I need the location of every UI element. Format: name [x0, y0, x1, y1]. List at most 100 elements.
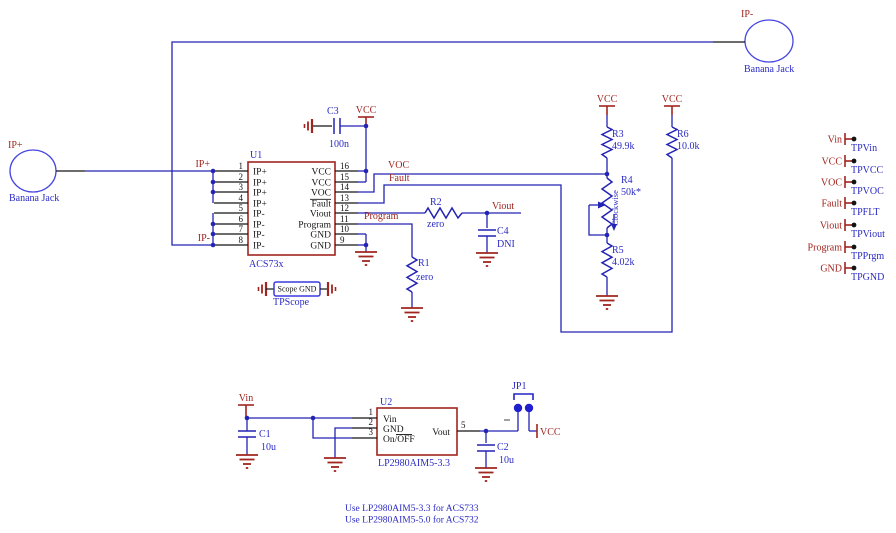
- scope-ground-bar-icon: [303, 117, 314, 135]
- u1-left-pin-labels: IP+ IP+ IP+ IP+ IP- IP- IP- IP-: [253, 168, 267, 252]
- u2-part-name: LP2980AIM5-3.3: [378, 458, 450, 469]
- testpoint-tpprgm[interactable]: Program TPPrgm: [808, 241, 885, 262]
- resistor-r2[interactable]: R2 zero: [424, 197, 463, 230]
- u2-pin2-label: GND: [383, 425, 404, 435]
- bus-label-ip-plus: IP+: [195, 159, 210, 170]
- svg-text:Program: Program: [298, 221, 331, 231]
- svg-text:IP+: IP+: [253, 179, 267, 189]
- vin-net-label: Vin: [239, 393, 253, 404]
- banana-jack-ip-plus[interactable]: IP+ Banana Jack: [8, 140, 85, 204]
- vcc-port-r3: VCC: [597, 94, 618, 115]
- r3-ref: R3: [612, 129, 624, 140]
- r2-value: zero: [427, 219, 444, 230]
- u2-pin2-num: 2: [369, 417, 374, 427]
- svg-text:9: 9: [340, 235, 345, 245]
- svg-text:TPFLT: TPFLT: [851, 207, 880, 218]
- svg-text:TPVin: TPVin: [851, 143, 877, 154]
- voc-net-label: VOC: [388, 160, 409, 171]
- c4-ref: C4: [497, 226, 509, 237]
- svg-text:Vin: Vin: [828, 135, 842, 146]
- svg-text:7: 7: [239, 224, 244, 234]
- u1-part-name: ACS73x: [249, 259, 283, 270]
- testpoint-tpviout[interactable]: Viout TPViout: [820, 219, 885, 240]
- testpoint-tpgnd[interactable]: GND TPGND: [820, 262, 884, 283]
- clockwise-arrow-icon: [611, 224, 617, 231]
- resistor-r5[interactable]: R5 4.02k: [600, 242, 635, 278]
- testpoint-tpflt[interactable]: Fault TPFLT: [821, 197, 880, 218]
- svg-text:Fault: Fault: [311, 200, 331, 210]
- c2-value: 10u: [499, 455, 514, 466]
- program-net-label: Program: [364, 211, 399, 222]
- svg-text:2: 2: [239, 172, 244, 182]
- banana-jack-ip-minus[interactable]: IP- Banana Jack: [713, 9, 794, 75]
- vin-port: Vin: [238, 393, 254, 418]
- u2-pin-stubs: [352, 417, 480, 439]
- potentiometer-r4[interactable]: R4 50k* Clockwise: [589, 175, 641, 231]
- svg-text:IP+: IP+: [253, 200, 267, 210]
- svg-text:TPVCC: TPVCC: [851, 165, 884, 176]
- capacitor-c2[interactable]: C2 10u: [477, 442, 514, 466]
- testpoint-column: Vin TPVin VCC TPVCC VOC TPVOC Fault TPFL…: [808, 133, 885, 283]
- resistor-r3[interactable]: R3 49.9k: [600, 126, 635, 159]
- svg-text:10: 10: [340, 224, 350, 234]
- net-label-ip-minus: IP-: [741, 9, 753, 20]
- jack-caption: Banana Jack: [9, 193, 59, 204]
- svg-text:5: 5: [239, 203, 244, 213]
- u2-pin1-num: 1: [369, 407, 374, 417]
- c3-value: 100n: [329, 139, 349, 150]
- svg-text:8: 8: [239, 235, 244, 245]
- testpoint-tpvoc[interactable]: VOC TPVOC: [821, 176, 884, 197]
- vcc-net-label: VCC: [356, 105, 377, 116]
- vcc-port-jp1: VCC: [536, 424, 561, 438]
- jumper-jp1[interactable]: JP1: [504, 381, 534, 421]
- note-line2: Use LP2980AIM5-5.0 for ACS732: [345, 515, 479, 526]
- svg-text:GND: GND: [820, 264, 842, 275]
- svg-text:15: 15: [340, 172, 350, 182]
- vcc-port-top: VCC: [356, 105, 377, 126]
- svg-text:IP-: IP-: [253, 221, 265, 231]
- testpoint-tpvin[interactable]: Vin TPVin: [828, 133, 877, 154]
- svg-text:Viout: Viout: [820, 221, 842, 232]
- svg-text:IP+: IP+: [253, 189, 267, 199]
- r6-ref: R6: [677, 129, 689, 140]
- svg-text:VCC: VCC: [821, 157, 842, 168]
- vcc-net-label: VCC: [540, 427, 561, 438]
- c1-value: 10u: [261, 442, 276, 453]
- r4-rotation-note: Clockwise: [610, 190, 620, 226]
- svg-text:IP+: IP+: [253, 168, 267, 178]
- r5-value: 4.02k: [612, 257, 635, 268]
- jp1-ref: JP1: [512, 381, 526, 392]
- capacitor-c1[interactable]: C1 10u: [238, 429, 276, 453]
- r3-value: 49.9k: [612, 141, 635, 152]
- svg-text:6: 6: [239, 214, 244, 224]
- junction-dots: [210, 123, 610, 434]
- svg-text:11: 11: [340, 214, 349, 224]
- jack-caption: Banana Jack: [744, 64, 794, 75]
- tpscope[interactable]: Scope GND TPScope: [257, 280, 337, 308]
- resistor-r1[interactable]: R1 zero: [405, 256, 433, 293]
- capacitor-c4[interactable]: C4 DNI: [478, 226, 515, 250]
- svg-text:Viout: Viout: [310, 210, 331, 220]
- tpscope-box-label: Scope GND: [278, 285, 317, 294]
- r4-ref: R4: [621, 175, 633, 186]
- svg-text:IP-: IP-: [253, 242, 265, 252]
- c4-value: DNI: [497, 239, 515, 250]
- svg-text:TPViout: TPViout: [851, 229, 885, 240]
- vcc-net-label: VCC: [662, 94, 683, 105]
- capacitor-c3[interactable]: C3 100n: [303, 106, 350, 150]
- svg-text:IP-: IP-: [253, 231, 265, 241]
- r5-ref: R5: [612, 245, 624, 256]
- resistor-r6[interactable]: R6 10.0k: [665, 126, 700, 159]
- u2-pin5-label: Vout: [432, 428, 450, 438]
- r2-ref: R2: [430, 197, 442, 208]
- bus-label-ip-minus: IP-: [198, 233, 210, 244]
- svg-text:Program: Program: [808, 243, 843, 254]
- c1-ref: C1: [259, 429, 271, 440]
- svg-text:VCC: VCC: [311, 168, 331, 178]
- u1-acs73x[interactable]: U1 ACS73x 1 2 3 4 5 6 7 8 16: [195, 150, 358, 270]
- svg-text:4: 4: [239, 193, 244, 203]
- u2-lp2980[interactable]: U2 LP2980AIM5-3.3 1 2 3 5 Vin GND On/OFF…: [352, 397, 480, 469]
- u2-pin3-label: On/OFF: [383, 435, 415, 445]
- testpoint-tpvcc[interactable]: VCC TPVCC: [821, 155, 884, 176]
